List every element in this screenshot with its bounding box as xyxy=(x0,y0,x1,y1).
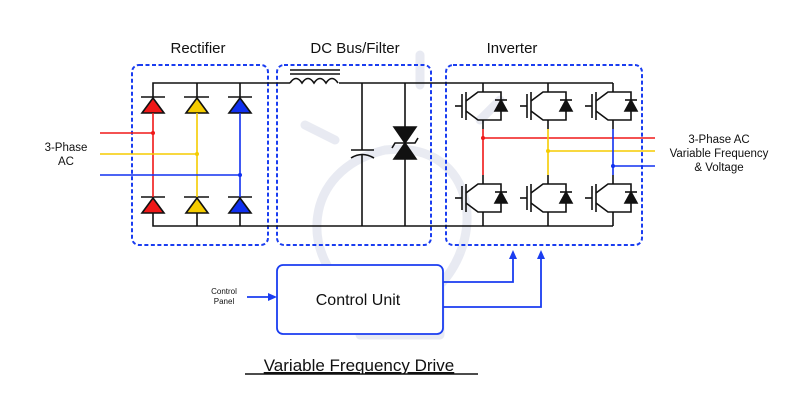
igbt-icon xyxy=(455,83,509,129)
diagram-title: Variable Frequency Drive xyxy=(264,356,455,375)
control-panel-label-line1: Control xyxy=(211,287,237,296)
rectifier-diodes xyxy=(140,96,253,214)
control-unit-label: Control Unit xyxy=(316,292,401,309)
control-panel-label-line2: Panel xyxy=(214,297,235,306)
inductor-icon xyxy=(289,69,340,85)
igbt-icon xyxy=(585,83,639,129)
diode-icon xyxy=(184,96,210,114)
igbt-icon xyxy=(455,175,509,226)
diode-icon xyxy=(140,196,166,214)
output-label-line3: & Voltage xyxy=(694,162,743,174)
diode-icon xyxy=(184,196,210,214)
dc-rails xyxy=(152,82,613,227)
igbt-icon xyxy=(520,83,574,129)
control-unit-block xyxy=(276,264,444,335)
arrow-up-icon xyxy=(509,250,517,259)
control-signal-arrows xyxy=(443,257,542,308)
igbt-icon xyxy=(585,175,639,226)
igbt-icon xyxy=(520,175,574,226)
output-label-line1: 3-Phase AC xyxy=(688,134,749,146)
rectifier-block xyxy=(131,64,269,246)
input-phase-wires xyxy=(100,113,242,197)
dc-bus-block xyxy=(276,64,432,246)
inverter-igbts xyxy=(455,83,639,226)
tvs-diode-icon xyxy=(391,83,419,226)
capacitor-icon xyxy=(350,83,375,226)
inverter-block xyxy=(445,64,643,246)
input-label-line1: 3-Phase xyxy=(45,142,88,154)
rectifier-label: Rectifier xyxy=(170,40,225,57)
arrow-up-icon xyxy=(537,250,545,259)
inverter-label: Inverter xyxy=(487,40,538,57)
diode-icon xyxy=(227,196,253,214)
output-phase-wires xyxy=(481,129,655,175)
dc-bus-label: DC Bus/Filter xyxy=(310,40,399,57)
diode-icon xyxy=(227,96,253,114)
output-label-line2: Variable Frequency xyxy=(670,148,769,160)
diode-icon xyxy=(140,96,166,114)
control-panel-arrow xyxy=(247,293,277,301)
input-label-line2: AC xyxy=(58,156,74,168)
